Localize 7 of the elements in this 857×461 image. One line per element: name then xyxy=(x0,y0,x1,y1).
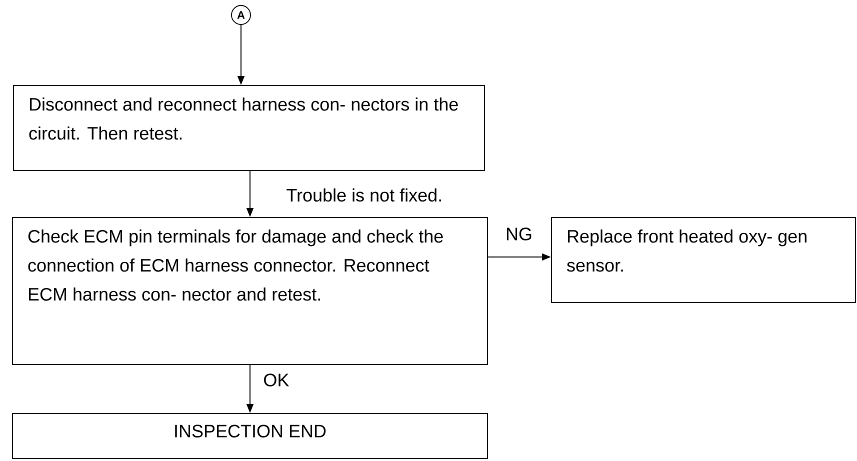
process-box: Replace front heated oxy- gen sensor. xyxy=(551,217,856,303)
process-box: Check ECM pin terminals for damage and check the connection of ECM harness connector. Reconnect ECM harness con- nector and retest. xyxy=(12,217,488,365)
edge-label: NG xyxy=(506,228,532,240)
edge-label: OK xyxy=(264,374,290,386)
process-box: INSPECTION END xyxy=(12,413,488,459)
process-box: Disconnect and reconnect harness con- nectors in the circuit. Then retest. xyxy=(13,85,485,171)
edge-label: Trouble is not fixed. xyxy=(286,188,441,202)
